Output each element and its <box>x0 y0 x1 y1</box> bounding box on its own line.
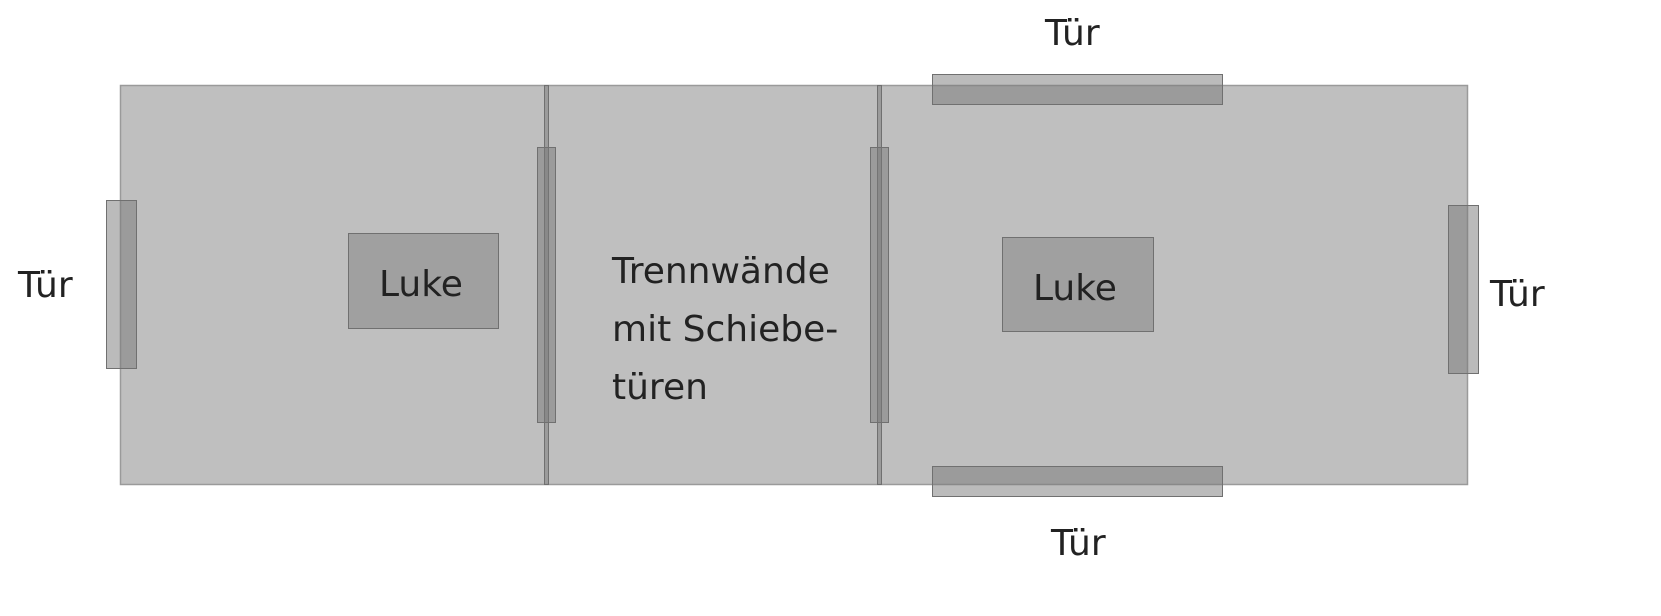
door-bottom-label: Tür <box>1051 523 1106 564</box>
hatch-left-label: Luke <box>379 264 463 305</box>
hatch-right-label: Luke <box>1033 268 1117 309</box>
partition-label-line: mit Schiebe- <box>612 309 839 350</box>
door-left <box>106 200 137 369</box>
door-bottom <box>932 466 1223 497</box>
hatch-left <box>348 233 499 329</box>
partition-label: Trennwände mit Schiebe- türen <box>612 243 838 417</box>
partition-label-line: Trennwände <box>612 251 830 292</box>
door-top <box>932 74 1223 105</box>
door-right-label: Tür <box>1490 274 1545 315</box>
sliding-door-right <box>870 147 889 423</box>
sliding-door-left <box>537 147 556 423</box>
partition-label-line: türen <box>612 367 708 408</box>
door-top-label: Tür <box>1045 13 1100 54</box>
door-right <box>1448 205 1479 374</box>
door-left-label: Tür <box>18 265 73 306</box>
room-outline <box>119 84 1469 486</box>
hatch-right <box>1002 237 1154 332</box>
